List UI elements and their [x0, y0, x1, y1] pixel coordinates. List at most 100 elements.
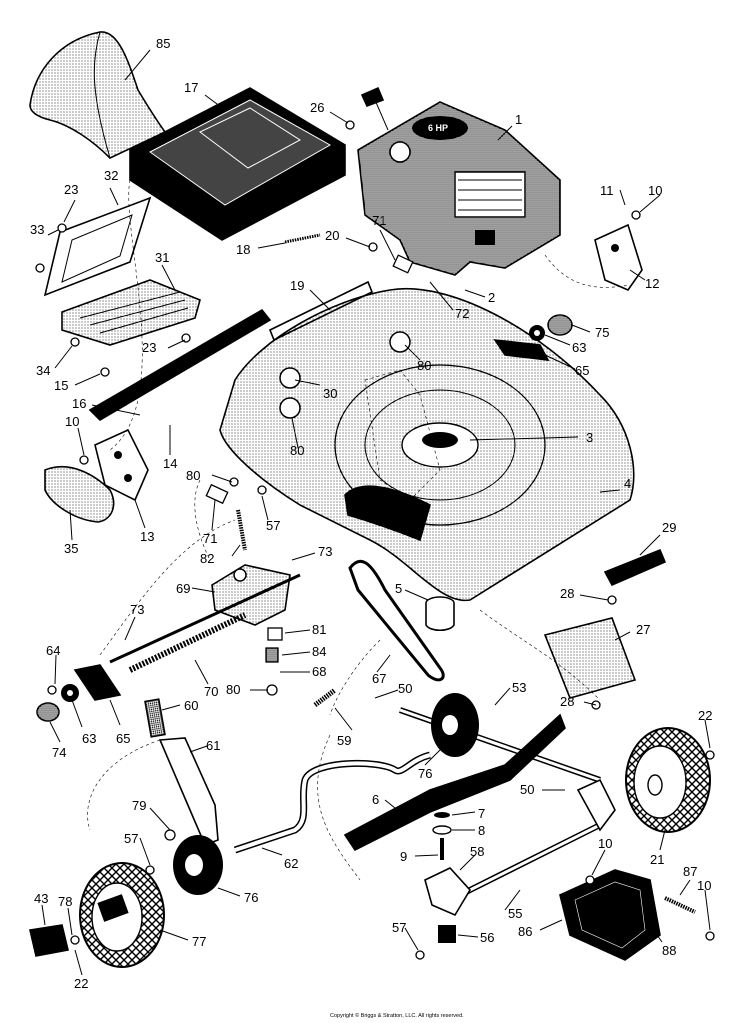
callout-73a: 73 — [318, 544, 332, 559]
callout-53: 53 — [512, 680, 526, 695]
callout-80d: 80 — [226, 682, 240, 697]
callout-17: 17 — [184, 80, 198, 95]
spring-18 — [284, 233, 321, 244]
callout-7: 7 — [478, 806, 485, 821]
lever-65a — [493, 339, 550, 361]
callout-69: 69 — [176, 581, 190, 596]
pinion-63b — [61, 684, 79, 702]
callout-80c: 80 — [290, 443, 304, 458]
callout-10a: 10 — [648, 183, 662, 198]
callout-28a: 28 — [560, 586, 574, 601]
bolt-stack — [432, 812, 452, 860]
callout-27: 27 — [636, 622, 650, 637]
axle-62 — [233, 751, 432, 854]
pulley-76a — [431, 693, 479, 757]
bracket-right-front — [424, 867, 471, 917]
callout-15: 15 — [54, 378, 68, 393]
callout-64: 64 — [46, 643, 60, 658]
callout-71b: 71 — [203, 531, 217, 546]
callout-62: 62 — [284, 856, 298, 871]
callout-30: 30 — [323, 386, 337, 401]
callout-59: 59 — [337, 733, 351, 748]
deflector-32 — [43, 196, 152, 297]
leader-lines — [41, 49, 711, 976]
transmission-69 — [211, 564, 291, 626]
baffle-31 — [61, 279, 201, 346]
callout-6: 6 — [372, 792, 379, 807]
wheel-cover-35 — [44, 465, 115, 523]
mower-deck-4 — [219, 288, 635, 602]
engine-hp-label: 6 HP — [428, 123, 448, 133]
callout-56: 56 — [480, 930, 494, 945]
drive-belt-67 — [348, 559, 445, 682]
callout-35: 35 — [64, 541, 78, 556]
callout-11: 11 — [600, 183, 614, 198]
callout-61: 61 — [206, 738, 220, 753]
callout-3: 3 — [586, 430, 593, 445]
callout-10d: 10 — [697, 878, 711, 893]
callout-21: 21 — [650, 852, 664, 867]
callout-labels: 85 17 26 1 32 23 33 11 10 71 20 18 12 31… — [30, 36, 712, 991]
callout-23a: 23 — [64, 182, 78, 197]
spring-87 — [664, 896, 696, 914]
callout-22a: 22 — [698, 708, 712, 723]
callout-80b: 80 — [186, 468, 200, 483]
blade-6 — [343, 713, 566, 852]
callout-16: 16 — [72, 396, 86, 411]
callout-63b: 63 — [82, 731, 96, 746]
callout-28b: 28 — [560, 694, 574, 709]
callout-78: 78 — [58, 894, 72, 909]
callout-31: 31 — [155, 250, 169, 265]
callout-26: 26 — [310, 100, 324, 115]
callout-81: 81 — [312, 622, 326, 637]
callout-23b: 23 — [142, 340, 156, 355]
callout-19: 19 — [290, 278, 304, 293]
callout-70: 70 — [204, 684, 218, 699]
callout-80a: 80 — [417, 358, 431, 373]
callout-63a: 63 — [572, 340, 586, 355]
callout-14: 14 — [163, 456, 177, 471]
pulley-76b — [173, 835, 223, 895]
callout-10c: 10 — [598, 836, 612, 851]
engine-1: 6 HP — [357, 86, 561, 276]
callout-13: 13 — [140, 529, 154, 544]
rear-deflector-86 — [559, 869, 661, 961]
callout-1: 1 — [515, 112, 522, 127]
callout-57a: 57 — [266, 518, 280, 533]
copyright-notice: Copyright © Briggs & Stratton, LLC. All … — [330, 1012, 464, 1019]
routing-lines — [87, 179, 631, 881]
spring-82 — [236, 509, 247, 551]
callout-84: 84 — [312, 644, 326, 659]
callout-88: 88 — [662, 943, 676, 958]
callout-22b: 22 — [74, 976, 88, 991]
drive-shaft-70 — [109, 573, 301, 673]
callout-73b: 73 — [130, 602, 144, 617]
mulch-plug-85 — [29, 31, 167, 159]
wheel-21 — [625, 727, 711, 833]
callout-65b: 65 — [116, 731, 130, 746]
callout-67: 67 — [372, 671, 386, 686]
spring-59 — [313, 688, 337, 707]
bracket-56 — [438, 925, 456, 943]
callout-72: 72 — [455, 306, 469, 321]
callout-5: 5 — [395, 581, 402, 596]
callout-71a: 71 — [372, 213, 386, 228]
cap-43 — [29, 924, 69, 957]
plate-29 — [603, 548, 667, 587]
lever-61 — [158, 737, 219, 847]
bracket-right-rear — [576, 778, 616, 832]
callout-10b: 10 — [65, 414, 79, 429]
callout-77: 77 — [192, 934, 206, 949]
callout-85: 85 — [156, 36, 170, 51]
callout-32: 32 — [104, 168, 118, 183]
callout-29: 29 — [662, 520, 676, 535]
bearing-74 — [36, 702, 60, 722]
callout-18: 18 — [236, 242, 250, 257]
rear-flap-16 — [88, 308, 272, 422]
blade-adapter-5 — [425, 596, 455, 632]
callout-43: 43 — [34, 891, 48, 906]
callout-58: 58 — [470, 844, 484, 859]
callout-57c: 57 — [392, 920, 406, 935]
callout-57b: 57 — [124, 831, 138, 846]
